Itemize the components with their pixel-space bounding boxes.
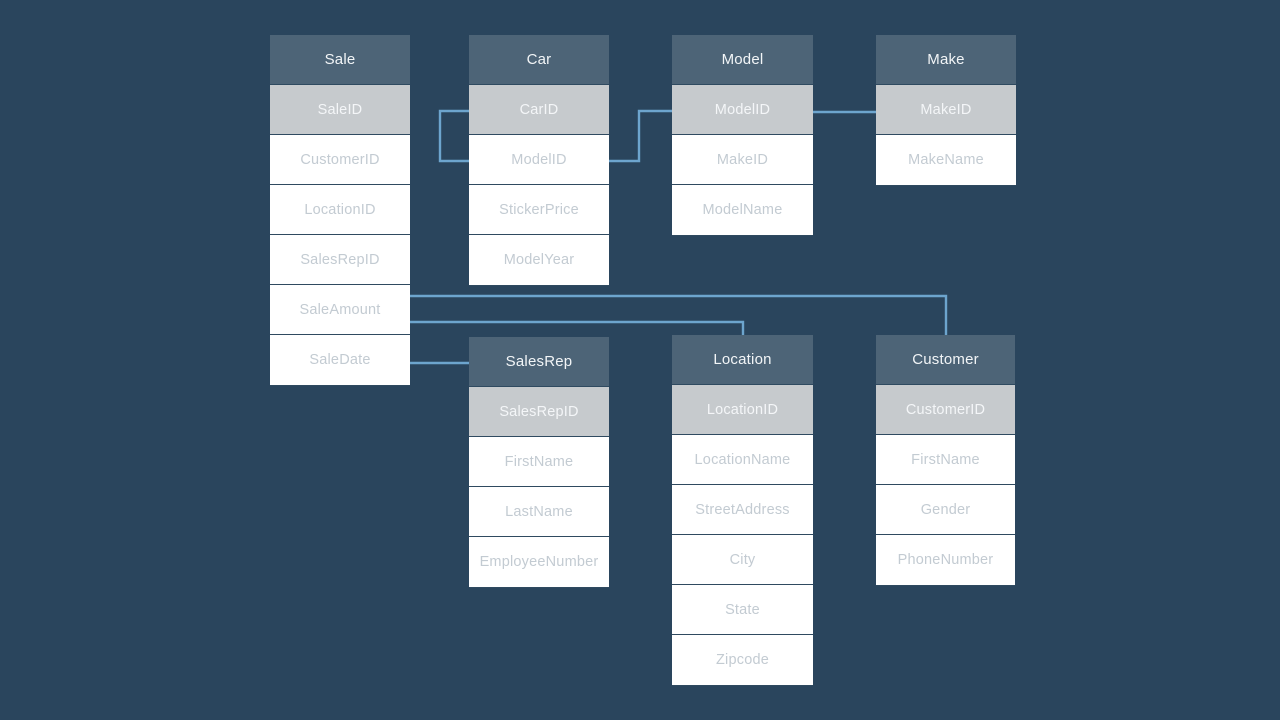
field-sale-4[interactable]: SaleAmount (270, 285, 410, 335)
relationship-line-car-to-sale (438, 109, 471, 163)
field-customer-3[interactable]: PhoneNumber (876, 535, 1015, 585)
field-model-1[interactable]: MakeID (672, 135, 813, 185)
entity-title-model: Model (672, 35, 813, 85)
field-salesrep-1[interactable]: FirstName (469, 437, 609, 487)
primary-key-field-salesrep-0[interactable]: SalesRepID (469, 387, 609, 437)
entity-title-car: Car (469, 35, 609, 85)
relationship-line-sale-to-customer (408, 294, 948, 337)
field-sale-3[interactable]: SalesRepID (270, 235, 410, 285)
field-salesrep-3[interactable]: EmployeeNumber (469, 537, 609, 587)
primary-key-field-make-0[interactable]: MakeID (876, 85, 1016, 135)
primary-key-field-car-0[interactable]: CarID (469, 85, 609, 135)
field-customer-1[interactable]: FirstName (876, 435, 1015, 485)
field-sale-2[interactable]: LocationID (270, 185, 410, 235)
entity-title-location: Location (672, 335, 813, 385)
entity-title-customer: Customer (876, 335, 1015, 385)
primary-key-field-model-0[interactable]: ModelID (672, 85, 813, 135)
primary-key-field-sale-0[interactable]: SaleID (270, 85, 410, 135)
relationship-line-sale-to-location (408, 320, 745, 337)
field-salesrep-2[interactable]: LastName (469, 487, 609, 537)
field-location-4[interactable]: State (672, 585, 813, 635)
field-location-1[interactable]: LocationName (672, 435, 813, 485)
entity-title-sale: Sale (270, 35, 410, 85)
primary-key-field-location-0[interactable]: LocationID (672, 385, 813, 435)
field-sale-1[interactable]: CustomerID (270, 135, 410, 185)
entity-title-make: Make (876, 35, 1016, 85)
field-sale-5[interactable]: SaleDate (270, 335, 410, 385)
field-location-2[interactable]: StreetAddress (672, 485, 813, 535)
entity-title-salesrep: SalesRep (469, 337, 609, 387)
field-customer-2[interactable]: Gender (876, 485, 1015, 535)
relationship-line-car-to-model (607, 109, 674, 163)
primary-key-field-customer-0[interactable]: CustomerID (876, 385, 1015, 435)
field-location-3[interactable]: City (672, 535, 813, 585)
field-car-3[interactable]: ModelYear (469, 235, 609, 285)
field-location-5[interactable]: Zipcode (672, 635, 813, 685)
field-car-1[interactable]: ModelID (469, 135, 609, 185)
field-model-2[interactable]: ModelName (672, 185, 813, 235)
field-make-1[interactable]: MakeName (876, 135, 1016, 185)
field-car-2[interactable]: StickerPrice (469, 185, 609, 235)
